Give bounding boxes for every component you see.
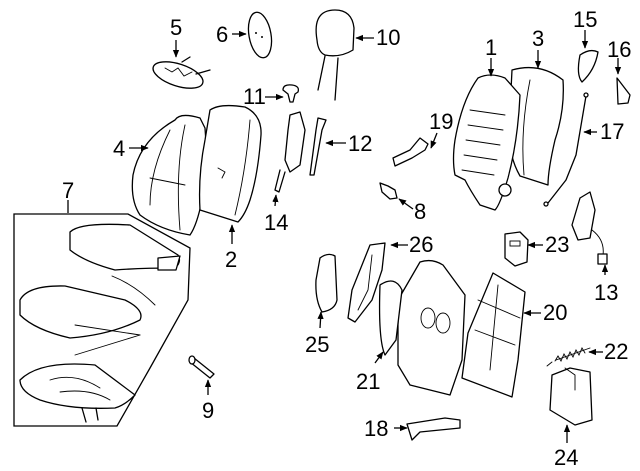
callout-26: 26	[409, 232, 433, 257]
callout-17: 17	[600, 119, 624, 144]
callout-20: 20	[543, 300, 567, 325]
part-21-seat-frame	[378, 259, 466, 396]
callout-10: 10	[376, 25, 400, 50]
callout-5: 5	[170, 15, 182, 40]
part-25-side-panel	[315, 253, 338, 313]
part-13-motor	[571, 191, 608, 265]
callout-21: 21	[356, 369, 380, 394]
part-14-recliner-bracket	[274, 111, 306, 193]
part-5-armrest-pad	[152, 56, 211, 89]
callout-23: 23	[545, 232, 569, 257]
callout-8: 8	[414, 199, 426, 224]
callout-13: 13	[594, 280, 618, 305]
callout-25: 25	[305, 332, 329, 357]
part-18-bracket	[406, 417, 461, 441]
callout-9: 9	[202, 398, 214, 423]
callout-24: 24	[554, 445, 578, 470]
part-24-control-module	[549, 367, 593, 426]
callout-1: 1	[485, 35, 497, 60]
part-15-trim-cover	[577, 49, 599, 83]
part-11-guide-pin	[282, 84, 300, 103]
part-19-bracket	[392, 137, 429, 167]
callout-3: 3	[532, 26, 544, 51]
part-26-side-trim	[347, 242, 386, 323]
callout-labels: 5 6 10 11 4 2 7 14 12 1 3 15 16 17 19 8 …	[62, 7, 631, 470]
leader-lines	[67, 30, 622, 443]
part-4-seatback-cover	[131, 114, 207, 236]
part-16-trim-cap	[616, 77, 631, 105]
part-1-seatback-frame	[452, 74, 521, 211]
callout-12: 12	[348, 131, 372, 156]
callout-15: 15	[573, 7, 597, 32]
part-9-tube	[188, 355, 215, 379]
callout-7: 7	[62, 178, 74, 203]
callout-6: 6	[216, 22, 228, 47]
part-12-cable	[309, 117, 327, 176]
callout-18: 18	[364, 416, 388, 441]
part-2-seatback-panel	[198, 104, 262, 223]
part-8-bolt	[379, 182, 398, 200]
callout-19: 19	[429, 109, 453, 134]
part-22-spring	[546, 347, 591, 367]
callout-11: 11	[243, 84, 266, 109]
callout-16: 16	[607, 37, 631, 62]
part-10-headrest	[315, 9, 355, 101]
part-7-seat-cushion-group	[13, 213, 191, 427]
callout-2: 2	[225, 247, 237, 272]
callout-22: 22	[604, 339, 628, 364]
part-23-switch-module	[504, 231, 529, 267]
callout-4: 4	[113, 136, 125, 161]
part-6-disc-cover	[247, 11, 273, 59]
part-20-back-panel	[461, 272, 526, 398]
callout-14: 14	[264, 210, 288, 235]
part-17-cable	[543, 92, 589, 207]
